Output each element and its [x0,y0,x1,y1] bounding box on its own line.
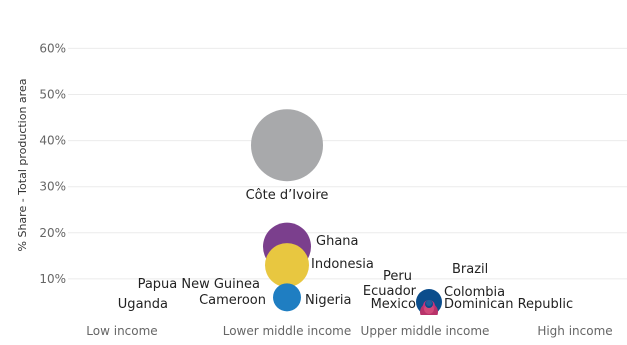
bubble-indonesia[interactable] [265,243,309,288]
y-axis-ticks: 10% 20% 30% 40% 50% 60% [39,41,66,286]
y-axis-label: % Share - Total production area [16,79,29,252]
point-label: Ghana [316,234,359,249]
bubble-nigeria[interactable] [273,283,301,312]
bubbles [140,109,442,323]
point-label: Colombia [444,285,505,300]
point-label: Indonesia [311,257,374,272]
bubble-peru[interactable] [426,300,432,306]
x-tick-label: Low income [86,324,157,338]
point-label: Dominican Republic [444,297,573,312]
point-label: Peru [383,269,412,284]
point-label: Ecuador [363,284,417,299]
point-label: Mexico [371,297,416,312]
point-label: Cameroon [199,293,266,308]
point-label: Papua New Guinea [138,277,260,292]
gridlines [68,47,627,280]
point-label: Brazil [452,262,488,277]
point-label: Côte d’Ivoire [246,188,329,203]
bubble-uganda[interactable] [140,319,144,323]
y-tick-label: 30% [39,180,66,194]
y-tick-label: 20% [39,226,66,240]
point-label: Nigeria [305,293,352,308]
x-tick-label: High income [537,324,612,338]
bubble-papua-new-guinea[interactable] [283,315,289,321]
y-tick-label: 50% [39,88,66,102]
x-tick-label: Upper middle income [361,324,490,338]
point-label: Uganda [118,297,168,312]
bubble-c-te-d-ivoire[interactable] [251,109,323,182]
y-tick-label: 60% [39,41,66,55]
x-tick-label: Lower middle income [223,324,352,338]
x-axis-ticks: Low income Lower middle income Upper middl… [86,324,612,338]
y-tick-label: 10% [39,272,66,286]
y-tick-label: 40% [39,134,66,148]
